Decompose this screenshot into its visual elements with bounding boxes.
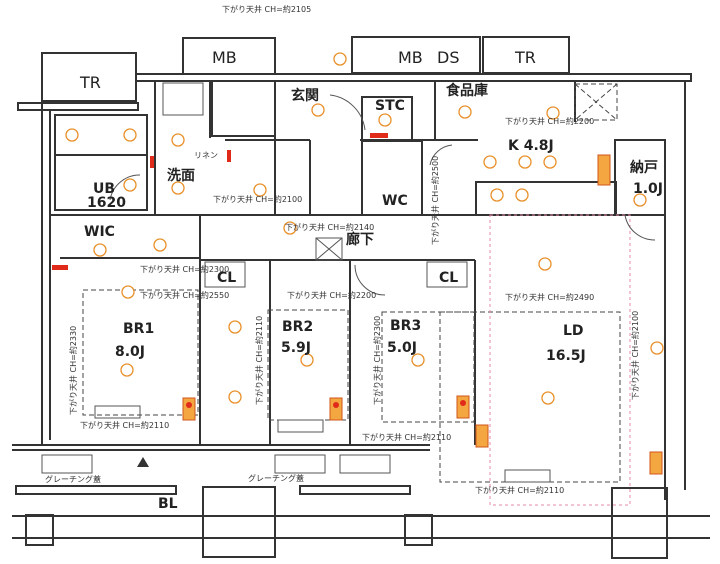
switch-panel-icon	[456, 395, 470, 419]
light-fixture-icon	[411, 353, 425, 367]
room-label-ds: DS	[437, 48, 459, 67]
ceiling-note: 下がり天井 CH=約2110	[254, 316, 264, 405]
switch-panel-icon	[649, 451, 663, 475]
light-fixture-icon	[538, 257, 552, 271]
light-fixture-icon	[253, 183, 267, 197]
room-label-kitchen: K 4.8J	[508, 138, 554, 154]
ceiling-note: 下がり天井 CH=約2110	[475, 485, 564, 495]
ceiling-note: 下がり天井 CH=約2200	[505, 116, 594, 126]
ceiling-notes: 下がり天井 CH=約2105 下がり天井 CH=約2100 下がり天井 CH=約…	[45, 4, 640, 495]
switch-panel-icon	[182, 397, 196, 421]
light-fixture-icon	[483, 155, 497, 169]
light-fixture-icon	[123, 178, 137, 192]
room-label-br3-size: 5.0J	[387, 340, 417, 356]
light-fixture-icon	[65, 128, 79, 142]
room-label-ub: UB	[93, 181, 115, 197]
room-label-br1: BR1	[123, 321, 154, 337]
light-fixture-icon	[333, 52, 347, 66]
room-label-tr-right: TR	[514, 48, 536, 67]
light-fixture-icon	[121, 285, 135, 299]
ceiling-note: 下がり天井 CH=約2500	[430, 156, 440, 245]
top-wall	[135, 73, 692, 82]
light-fixture-icon	[490, 188, 504, 202]
switch-panel-icon	[329, 397, 343, 421]
room-label-mb-left: MB	[212, 48, 237, 67]
switch-panel-icon	[475, 424, 489, 448]
room-label-entrance: 玄関	[291, 87, 319, 104]
hall-ceiling-hatch	[315, 237, 343, 261]
light-fixture-icon	[228, 390, 242, 404]
grating-label: グレーチング蓋	[248, 473, 304, 483]
room-label-br2-size: 5.9J	[281, 340, 311, 356]
ceiling-note: 下がり天井 CH=約2140	[285, 222, 374, 232]
light-fixture-icon	[546, 106, 560, 120]
light-fixture-icon	[93, 243, 107, 257]
outlet-icon	[150, 156, 154, 168]
walls	[12, 80, 710, 559]
room-label-wic: WIC	[84, 224, 115, 240]
ceiling-note: 下がり天井 CH=約2110	[80, 420, 169, 430]
outlet-icon	[227, 150, 231, 162]
room-label-pantry: 食品庫	[446, 82, 488, 99]
light-fixture-icon	[633, 193, 647, 207]
ceiling-note: 下がり天井 CH=約2300	[140, 264, 229, 274]
ledge	[17, 102, 139, 111]
switch-panel-icon	[597, 154, 611, 186]
room-label-cl2: CL	[439, 270, 458, 286]
light-fixture-icon	[171, 181, 185, 195]
ceiling-note: 下がり天井 CH=約2300	[372, 316, 382, 405]
room-label-mb-right: MB	[398, 48, 423, 67]
ceiling-note: 下がり天井 CH=約2100	[630, 311, 640, 400]
room-label-ld: LD	[563, 323, 584, 339]
light-fixture-icon	[543, 155, 557, 169]
outlet-icon	[370, 133, 388, 138]
ceiling-note: 下がり天井 CH=約2110	[362, 432, 451, 442]
room-label-br2: BR2	[282, 319, 313, 335]
exterior-boxes	[17, 36, 692, 111]
light-fixture-icon	[311, 103, 325, 117]
outlet-icon	[52, 265, 68, 270]
ceiling-note: 下がり天井 CH=約2105	[222, 4, 311, 14]
room-label-cl1: CL	[217, 270, 236, 286]
room-label-hall: 廊下	[346, 231, 374, 248]
ceiling-note: 下がり天井 CH=約2330	[68, 326, 78, 415]
north-arrow-icon	[137, 457, 149, 467]
room-label-stc: STC	[375, 98, 405, 114]
ceiling-note: 下がり天井 CH=約2490	[505, 292, 594, 302]
room-labels: TR MB MB DS TR 玄関 STC 食品庫 K 4.8J 納戸 1.0J…	[79, 48, 663, 512]
room-label-wc: WC	[382, 193, 408, 209]
ceiling-note: 下がり天井 CH=約2200	[287, 290, 376, 300]
light-fixture-icon	[378, 113, 392, 127]
light-fixture-icon	[650, 341, 664, 355]
light-fixture-icon	[515, 188, 529, 202]
ceiling-note: 下がり天井 CH=約2550	[140, 290, 229, 300]
room-label-tr-left: TR	[79, 73, 101, 92]
electrical-fixtures	[52, 52, 664, 475]
light-fixture-icon	[228, 320, 242, 334]
room-label-washroom: 洗面	[167, 167, 195, 184]
light-fixture-icon	[120, 363, 134, 377]
ceiling-note: 下がり天井 CH=約2100	[213, 194, 302, 204]
room-label-storage: 納戸	[630, 159, 658, 176]
light-fixture-icon	[518, 155, 532, 169]
light-fixture-icon	[458, 105, 472, 119]
room-label-balcony: BL	[158, 496, 178, 512]
light-fixture-icon	[541, 391, 555, 405]
room-label-br3: BR3	[390, 318, 421, 334]
room-label-ub-size: 1620	[87, 195, 126, 211]
light-fixture-icon	[123, 128, 137, 142]
light-fixture-icon	[153, 238, 167, 252]
room-label-linen: リネン	[194, 151, 218, 160]
room-label-br1-size: 8.0J	[115, 344, 145, 360]
light-fixture-icon	[171, 133, 185, 147]
light-fixture-icon	[283, 221, 297, 235]
room-label-storage-size: 1.0J	[633, 181, 663, 197]
light-fixture-icon	[300, 353, 314, 367]
grating-label: グレーチング蓋	[45, 474, 101, 484]
room-label-ld-size: 16.5J	[546, 348, 586, 364]
